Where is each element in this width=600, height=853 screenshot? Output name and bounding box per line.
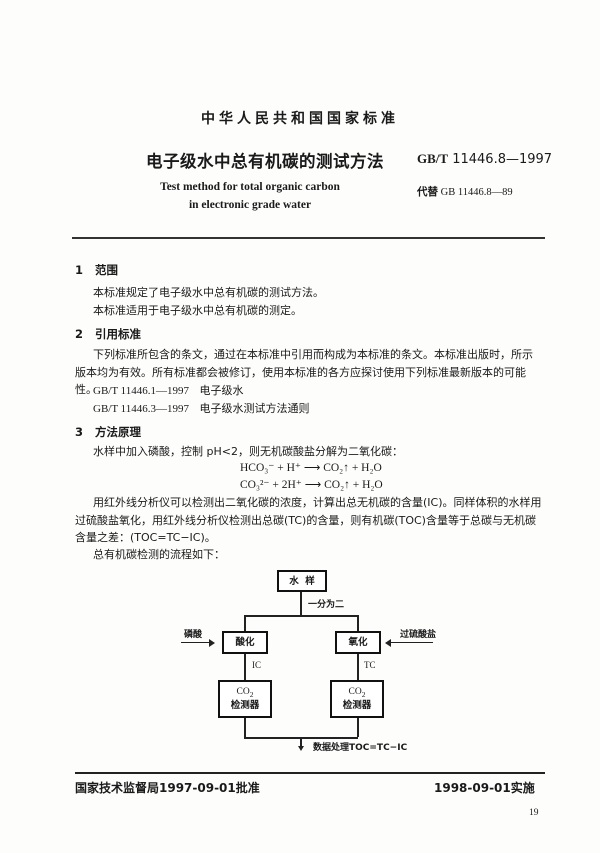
effective-date: 1998-09-01实施 <box>434 781 535 795</box>
detector-label: 检测器 <box>230 700 260 711</box>
section-title: 范围 <box>95 263 119 277</box>
detector-formula: CO2 <box>348 687 366 699</box>
connector-line <box>357 615 359 631</box>
tag-ic: IC <box>252 660 261 670</box>
connector-line <box>244 615 358 617</box>
approval-note: 国家技术监督局1997-09-01批准 <box>75 781 260 795</box>
section-2-para: 下列标准所包含的条文，通过在本标准中引用而构成为本标准的条文。本标准出版时，所示… <box>75 348 533 396</box>
reference-item: GB/T 11446.3—1997 电子级水测试方法通则 <box>93 400 309 416</box>
section-number: 3 <box>75 425 84 439</box>
connector-line <box>357 654 359 680</box>
box-label: 氧化 <box>348 637 368 648</box>
document-title-cn: 电子级水中总有机碳的测试方法 <box>146 152 384 171</box>
reference-title: 电子级水测试方法通则 <box>199 402 310 415</box>
equation-bicarbonate: HCO₃⁻ + H⁺ ⟶ CO₂↑ + H₂O <box>240 462 382 474</box>
arrow-line <box>390 642 433 644</box>
connector-line <box>244 718 246 737</box>
box-oxidize: 氧化 <box>335 631 381 654</box>
reagent-persulfate: 过硫酸盐 <box>400 630 437 640</box>
section-1-para-2: 本标准适用于电子级水中总有机碳的测定。 <box>93 304 302 317</box>
connector-line <box>244 654 246 680</box>
data-processing-label: 数据处理TOC=TC−IC <box>313 743 408 753</box>
title-en-line2: in electronic grade water <box>188 199 312 211</box>
section-2-heading: 2 引用标准 <box>75 326 141 342</box>
document-title-en: Test method for total organic carbon in … <box>150 178 350 214</box>
section-number: 2 <box>75 327 84 341</box>
connector-line <box>300 592 302 615</box>
box-water-sample: 水 样 <box>277 570 327 592</box>
footer-divider <box>75 772 545 774</box>
replaces-label: 代替 <box>417 186 438 198</box>
arrow-down-icon <box>297 746 304 751</box>
box-label: 酸化 <box>235 637 255 648</box>
reference-title: 电子级水 <box>199 384 244 397</box>
section-1-heading: 1 范围 <box>75 262 118 278</box>
header-divider <box>72 237 545 239</box>
standard-number: GB/T 11446.8—1997 <box>417 151 552 167</box>
standard-code: 11446.8—1997 <box>452 152 553 167</box>
section-3-heading: 3 方法原理 <box>75 424 141 440</box>
tag-tc: TC <box>364 660 376 670</box>
equation-carbonate: CO₃²⁻ + 2H⁺ ⟶ CO₂↑ + H₂O <box>240 479 383 491</box>
reference-code: GB/T 11446.1—1997 <box>93 385 189 397</box>
reference-code: GB/T 11446.3—1997 <box>93 403 189 415</box>
standard-prefix: GB/T <box>417 151 449 166</box>
arrow-left-icon <box>385 638 391 647</box>
replaces-number: GB 11446.8—89 <box>440 187 513 198</box>
section-3-para-2: 用红外线分析仪可以检测出二氧化碳的浓度，计算出总无机碳的含量(IC)。同样体积的… <box>75 496 542 544</box>
title-en-line1: Test method for total organic carbon <box>160 181 340 193</box>
section-1-para-1: 本标准规定了电子级水中总有机碳的测试方法。 <box>93 286 324 299</box>
detector-formula: CO2 <box>236 687 254 699</box>
box-label: 水 样 <box>289 575 315 587</box>
reagent-phosphoric-acid: 磷酸 <box>184 630 203 640</box>
section-title: 方法原理 <box>95 425 142 439</box>
reference-item: GB/T 11446.1—1997 电子级水 <box>93 382 243 398</box>
section-number: 1 <box>75 263 84 277</box>
section-title: 引用标准 <box>95 327 142 341</box>
split-label: 一分为二 <box>308 600 345 610</box>
arrow-line <box>181 642 211 644</box>
connector-line <box>244 615 246 631</box>
connector-line <box>300 737 302 749</box>
arrow-right-icon <box>209 638 215 647</box>
box-co2-detector-right: CO2 检测器 <box>330 680 384 718</box>
connector-line <box>357 718 359 737</box>
national-standard-heading: 中华人民共和国国家标准 <box>201 111 399 127</box>
section-3-intro: 水样中加入磷酸，控制 pH<2，则无机碳酸盐分解为二氧化碳： <box>93 445 403 458</box>
flow-intro: 总有机碳检测的流程如下： <box>93 548 225 561</box>
box-acidify: 酸化 <box>222 631 268 654</box>
box-co2-detector-left: CO2 检测器 <box>218 680 272 718</box>
detector-label: 检测器 <box>342 700 372 711</box>
replaces-note: 代替 GB 11446.8—89 <box>417 184 513 199</box>
page-number: 19 <box>529 808 539 818</box>
